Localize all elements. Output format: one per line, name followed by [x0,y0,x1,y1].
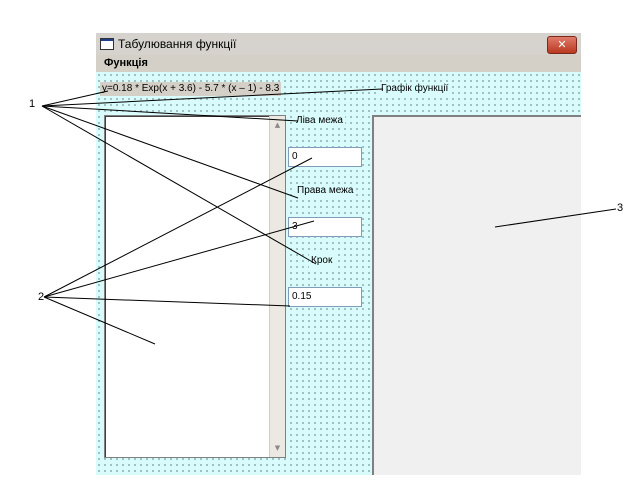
annotation-label-3: 3 [617,202,624,214]
right-bound-label: Права межа [295,184,356,198]
leader-line-2-right-input [43,220,315,298]
title-bar[interactable]: Табулювання функції ✕ [96,33,581,56]
step-input[interactable]: 0.15 [288,287,362,307]
app-window-icon [100,38,114,50]
leader-line-3-graph-area [494,208,617,228]
leader-line-1-left-bound [41,105,299,122]
left-bound-input[interactable]: 0 [288,147,362,167]
leader-line-1-formula [41,90,109,107]
leader-line-1-graph-caption [41,88,384,107]
leader-line-2-left-input [43,157,313,298]
scroll-up-arrow-icon[interactable]: ▲ [274,121,281,129]
results-listbox[interactable]: ▲ ▼ [104,115,286,458]
window-title: Табулювання функції [118,37,237,51]
menu-bar: Функція [96,55,581,72]
step-label: Крок [309,254,335,268]
formula-label: y=0.18 * Exp(x + 3.6) - 5.7 * (x – 1) - … [100,82,282,96]
annotation-label-2: 2 [38,291,45,303]
leader-line-2-step-input [43,296,291,307]
leader-line-2-listbox [43,296,156,345]
menu-item-function[interactable]: Функція [104,57,148,69]
right-bound-input[interactable]: 3 [288,217,362,237]
graph-area [372,115,581,475]
leader-line-1-step [41,105,317,265]
left-bound-label: Ліва межа [294,114,345,128]
leader-line-1-right-bound [41,105,299,199]
graph-caption: Графік функції [379,82,451,96]
close-icon: ✕ [557,38,567,51]
annotation-label-1: 1 [29,98,36,110]
scroll-down-arrow-icon[interactable]: ▼ [274,444,281,452]
form-client-area: y=0.18 * Exp(x + 3.6) - 5.7 * (x – 1) - … [96,72,581,475]
app-window: Табулювання функції ✕ Функція y=0.18 * E… [96,33,581,475]
listbox-scrollbar[interactable]: ▲ ▼ [269,116,285,457]
close-button[interactable]: ✕ [547,36,577,54]
